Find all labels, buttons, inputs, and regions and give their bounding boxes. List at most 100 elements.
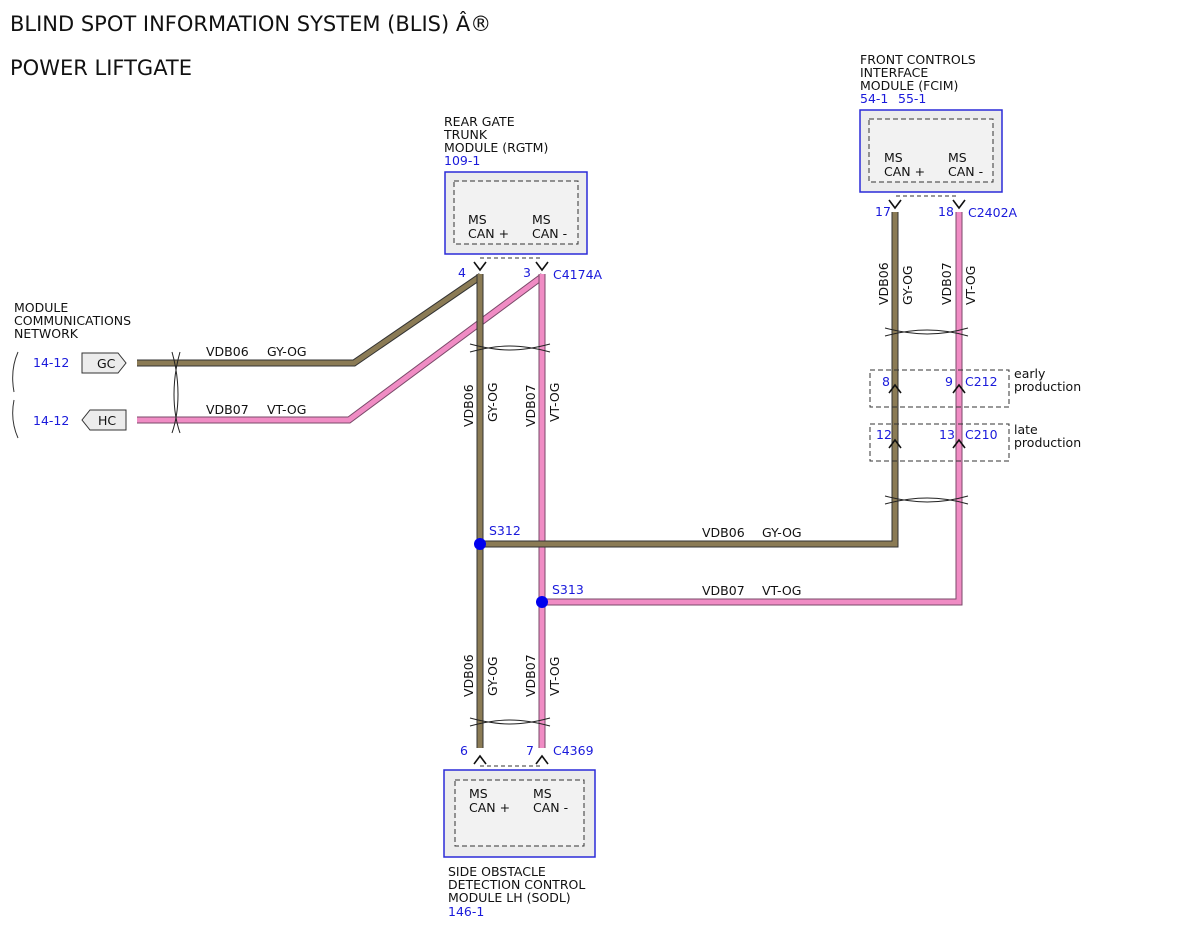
label-sodl-plus-color: GY-OG [485, 656, 500, 696]
c212-name: C212 [965, 374, 998, 389]
splice-s313-label: S313 [552, 582, 584, 597]
c210-note-line-1: late [1014, 422, 1038, 437]
sodl-module: 6 7 C4369 MS CAN + MS CAN - SIDE OBSTACL… [443, 743, 596, 919]
sodl-name-line-1: SIDE OBSTACLE [448, 864, 546, 879]
arrow-rgtm-pin-4 [473, 261, 487, 272]
sodl-name-line-3: MODULE LH (SODL) [448, 890, 571, 905]
diagram-subtitle: POWER LIFTGATE [10, 56, 192, 80]
rgtm-pin-b-line2: CAN - [532, 226, 567, 241]
label-network-can-plus-color: GY-OG [267, 344, 307, 359]
sodl-name-line-2: DETECTION CONTROL [448, 877, 585, 892]
label-rgtm-plus-color: GY-OG [485, 382, 500, 422]
rgtm-pin-a-line1: MS [468, 212, 487, 227]
label-sodl-plus-circuit: VDB06 [461, 654, 476, 697]
label-s313-circuit: VDB07 [702, 583, 745, 598]
rgtm-pin-b-line1: MS [532, 212, 551, 227]
sodl-pin-b-line2: CAN - [533, 800, 568, 815]
fcim-pin-b-num: 18 [938, 204, 954, 219]
label-fcim-plus-color: GY-OG [900, 265, 915, 305]
network-name-line-3: NETWORK [14, 326, 79, 341]
label-sodl-minus-circuit: VDB07 [523, 654, 538, 697]
arrow-fcim-pin-18 [952, 199, 966, 210]
twist-marker-rgtm [469, 343, 551, 353]
c210-note-line-2: production [1014, 435, 1081, 450]
wire-gy-og-fcim [480, 212, 898, 547]
wire-gy-og-network-outline [137, 273, 483, 367]
sodl-pin-a-num: 6 [460, 743, 468, 758]
rgtm-inner-box [453, 180, 579, 245]
diagram-title: BLIND SPOT INFORMATION SYSTEM (BLIS) Â® [10, 11, 491, 36]
label-rgtm-plus-circuit: VDB06 [461, 384, 476, 427]
hc-tag: HC [98, 413, 116, 428]
c212-note-line-2: production [1014, 379, 1081, 394]
arrow-c212-pin-8 [888, 383, 902, 394]
hc-tag-shape [81, 409, 127, 431]
splice-s312 [474, 538, 486, 550]
arrow-sodl-pin-7 [535, 754, 549, 765]
splice-s313 [536, 596, 548, 608]
label-network-can-plus-circuit: VDB06 [206, 344, 249, 359]
fcim-pin-a-num: 17 [875, 204, 891, 219]
label-fcim-plus-circuit: VDB06 [876, 262, 891, 305]
rgtm-name-line-3: MODULE (RGTM) [444, 140, 548, 155]
inline-connectors: 8 9 C212 early production 12 13 C210 lat… [869, 366, 1081, 462]
twist-marker-fcim-lower [884, 495, 969, 505]
label-network-can-minus-color: VT-OG [267, 402, 306, 417]
label-rgtm-minus-circuit: VDB07 [523, 384, 538, 427]
wires [137, 212, 963, 748]
splice-s312-label: S312 [489, 523, 521, 538]
sodl-pin-b-num: 7 [526, 743, 534, 758]
sodl-pin-a-line1: MS [469, 786, 488, 801]
rgtm-pin-a-num: 4 [458, 265, 466, 280]
sodl-pin-b-line1: MS [533, 786, 552, 801]
pin-arrows [473, 199, 966, 765]
twist-marker-sodl [469, 717, 551, 727]
twist-marker-fcim-upper [884, 327, 969, 337]
label-fcim-minus-color: VT-OG [963, 266, 978, 305]
rgtm-connector-label: C4174A [553, 267, 603, 282]
network-brace [12, 351, 19, 439]
fcim-ref-b: 55-1 [898, 91, 926, 106]
arrow-c210-pin-13 [952, 438, 966, 449]
label-network-can-minus-circuit: VDB07 [206, 402, 249, 417]
c210-pin-a: 12 [876, 427, 892, 442]
twist-marker-network [171, 351, 181, 434]
wire-vt-og-fcim [542, 212, 962, 605]
fcim-connector-label: C2402A [968, 205, 1018, 220]
label-rgtm-minus-color: VT-OG [547, 383, 562, 422]
fcim-pin-b-line1: MS [948, 150, 967, 165]
sodl-inner-box [454, 779, 585, 847]
arrow-rgtm-pin-3 [535, 261, 549, 272]
gc-tag-shape [81, 352, 127, 374]
rgtm-name-line-2: TRUNK [443, 127, 488, 142]
gc-ref: 14-12 [33, 355, 69, 370]
c212-note-line-1: early [1014, 366, 1046, 381]
fcim-name-line-2: INTERFACE [860, 65, 928, 80]
network-section: MODULE COMMUNICATIONS NETWORK 14-12 14-1… [12, 300, 131, 439]
label-s312-circuit: VDB06 [702, 525, 745, 540]
gc-tag: GC [97, 356, 116, 371]
fcim-inner-box [868, 118, 994, 183]
sodl-pin-a-line2: CAN + [469, 800, 510, 815]
arrow-fcim-pin-17 [888, 199, 902, 210]
arrow-c210-pin-12 [888, 438, 902, 449]
rgtm-module: REAR GATE TRUNK MODULE (RGTM) 109-1 MS C… [443, 114, 603, 282]
fcim-name-line-3: MODULE (FCIM) [860, 78, 958, 93]
fcim-name-line-1: FRONT CONTROLS [860, 52, 976, 67]
network-name-line-1: MODULE [14, 300, 68, 315]
hc-ref: 14-12 [33, 413, 69, 428]
wire-gy-og-network [137, 273, 483, 366]
label-sodl-minus-color: VT-OG [547, 657, 562, 696]
arrow-c212-pin-9 [952, 383, 966, 394]
rgtm-ref: 109-1 [444, 153, 480, 168]
c210-pin-b: 13 [939, 427, 955, 442]
arrow-sodl-pin-6 [473, 754, 487, 765]
fcim-ref-a: 54-1 [860, 91, 888, 106]
label-s312-color: GY-OG [762, 525, 802, 540]
fcim-pin-a-line1: MS [884, 150, 903, 165]
label-s313-color: VT-OG [762, 583, 801, 598]
rgtm-name-line-1: REAR GATE [444, 114, 515, 129]
sodl-ref: 146-1 [448, 904, 484, 919]
twist-markers [171, 327, 969, 727]
